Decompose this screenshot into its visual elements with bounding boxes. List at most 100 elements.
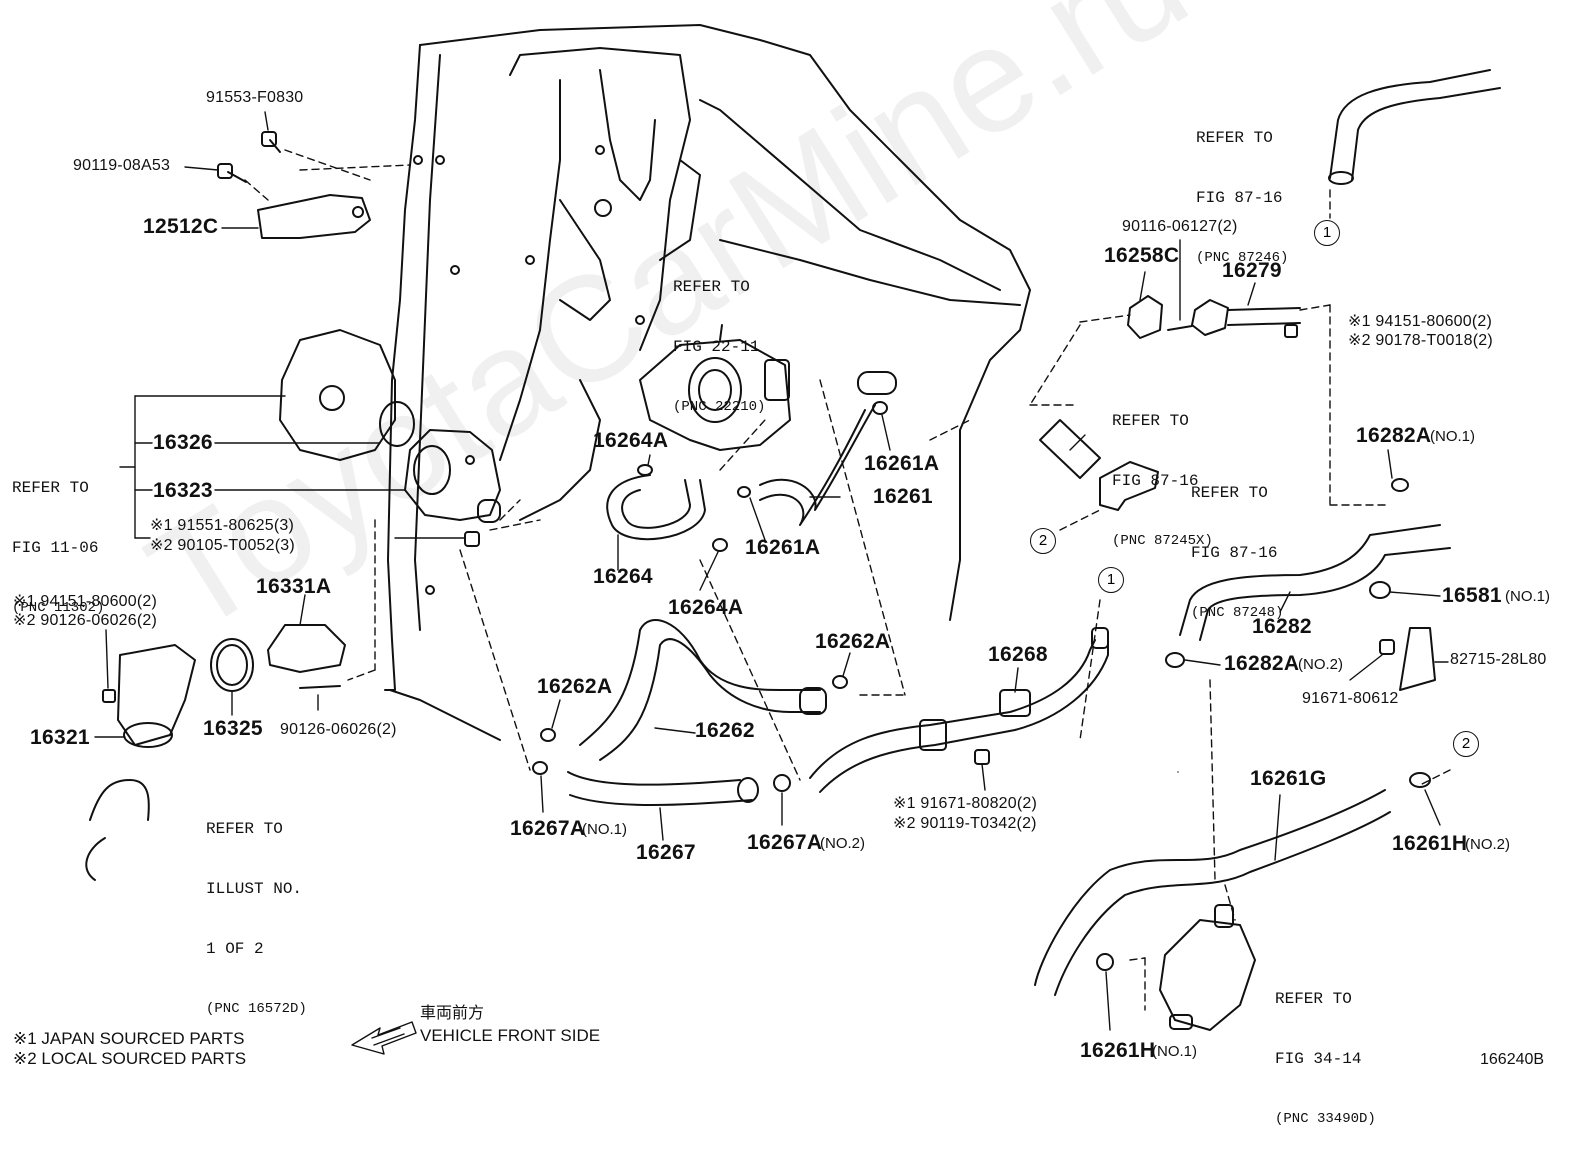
front-direction-arrow bbox=[351, 1021, 417, 1055]
ref-line: FIG 11-06 bbox=[12, 539, 99, 557]
ref-line: ILLUST NO. bbox=[206, 880, 303, 898]
water-pump-shape bbox=[279, 329, 415, 461]
hose-16262 bbox=[579, 619, 827, 761]
part-label-90116-06127: 90116-06127(2) bbox=[1122, 218, 1238, 235]
part-label-91553-f0830: 91553-F0830 bbox=[206, 89, 304, 106]
ref-line: REFER TO bbox=[673, 278, 750, 296]
part-label-16321: 16321 bbox=[30, 726, 90, 749]
water-inlet-shape bbox=[404, 429, 501, 523]
hose-16264 bbox=[606, 474, 706, 541]
part-label-16264: 16264 bbox=[593, 565, 653, 588]
part-label-16267a-no2-sub: (NO.2) bbox=[820, 835, 865, 852]
part-label-16261: 16261 bbox=[873, 485, 933, 508]
ref-line: FIG 22-11 bbox=[673, 338, 760, 356]
part-label-16267a-no1: 16267A bbox=[510, 817, 586, 840]
part-label-16581: 16581 bbox=[1442, 584, 1502, 607]
direction-label-jp: 車両前方 bbox=[420, 1005, 485, 1022]
leader-lines bbox=[94, 111, 1449, 1031]
part-label-16261h-no1-sub: (NO.1) bbox=[1152, 1043, 1197, 1060]
hose-16572d bbox=[85, 779, 150, 881]
part-label-16267a-no2: 16267A bbox=[747, 831, 823, 854]
ref-line: (PNC 16572D) bbox=[206, 1001, 307, 1017]
part-label-16267: 16267 bbox=[636, 841, 696, 864]
part-label-82715-28l80: 82715-28L80 bbox=[1450, 651, 1547, 668]
part-label-90126-06026-b: ※2 90126-06026(2) bbox=[13, 612, 158, 629]
connector-2-right: 2 bbox=[1453, 731, 1479, 757]
part-label-16261a-right: 16261A bbox=[864, 452, 940, 475]
hose-16282 bbox=[1179, 524, 1451, 641]
part-label-90119-08a53: 90119-08A53 bbox=[73, 157, 171, 174]
part-label-16261h-no1: 16261H bbox=[1080, 1039, 1156, 1062]
hose-16261g bbox=[1034, 789, 1391, 996]
connector-2-center: 2 bbox=[1030, 528, 1056, 554]
ref-line: (PNC 11302) bbox=[12, 600, 105, 616]
part-label-16262a-left: 16262A bbox=[537, 675, 613, 698]
part-label-16581-sub: (NO.1) bbox=[1505, 588, 1550, 605]
part-label-16282: 16282 bbox=[1252, 615, 1312, 638]
parts-diagram bbox=[85, 24, 1501, 1055]
connector-1-top: 1 bbox=[1314, 220, 1340, 246]
part-label-16261h-no2: 16261H bbox=[1392, 832, 1468, 855]
clamps bbox=[464, 324, 1436, 971]
part-label-16264a-top: 16264A bbox=[593, 429, 669, 452]
connector-1-center: 1 bbox=[1098, 567, 1124, 593]
part-label-16282a-no1: 16282A bbox=[1356, 424, 1432, 447]
ref-line: REFER TO bbox=[206, 820, 283, 838]
ref-line: REFER TO bbox=[1275, 990, 1352, 1008]
part-label-16331a: 16331A bbox=[256, 575, 332, 598]
part-label-91671-80820: ※1 91671-80820(2) bbox=[893, 795, 1038, 812]
ref-fig-87-16-b: REFER TO FIG 87-16 (PNC 87245X) bbox=[1112, 371, 1213, 571]
pipe-16279 bbox=[1127, 295, 1301, 339]
ref-line: REFER TO bbox=[1196, 129, 1273, 147]
ref-line: REFER TO bbox=[12, 479, 89, 497]
ref-illust-no1: REFER TO ILLUST NO. 1 OF 2 (PNC 16572D) bbox=[206, 779, 307, 1039]
ref-fig-11-06: REFER TO FIG 11-06 (PNC 11302) bbox=[12, 438, 104, 638]
ref-fig-34-14: REFER TO FIG 34-14 (PNC 33490D) bbox=[1275, 949, 1376, 1149]
part-label-94151-80600-right: ※1 94151-80600(2) bbox=[1348, 313, 1493, 330]
ref-line: (PNC 33490D) bbox=[1275, 1111, 1376, 1127]
ref-line: (PNC 87248) bbox=[1191, 605, 1284, 621]
ref-line: 1 OF 2 bbox=[206, 940, 264, 958]
part-label-16262: 16262 bbox=[695, 719, 755, 742]
ref-line: FIG 87-16 bbox=[1112, 472, 1199, 490]
hose-16267 bbox=[567, 771, 759, 806]
part-label-16282a-no1-sub: (NO.1) bbox=[1430, 428, 1475, 445]
throttle-body-shape bbox=[639, 324, 791, 451]
ref-fig-22-11: REFER TO FIG 22-11 (PNC 22210) bbox=[673, 237, 765, 437]
part-label-16326: 16326 bbox=[153, 431, 213, 454]
hose-16261 bbox=[759, 371, 897, 526]
part-label-91551-80625: ※1 91551-80625(3) bbox=[150, 517, 295, 534]
ref-line: FIG 87-16 bbox=[1196, 189, 1283, 207]
part-label-90178-t0018: ※2 90178-T0018(2) bbox=[1348, 332, 1493, 349]
ref-line: FIG 87-16 bbox=[1191, 544, 1278, 562]
oil-cooler-shape bbox=[1159, 904, 1256, 1031]
bracket-shape bbox=[217, 131, 371, 239]
dashed-lines bbox=[244, 149, 1451, 1011]
ref-line: (PNC 87246) bbox=[1196, 250, 1289, 266]
part-label-94151-80600: ※1 94151-80600(2) bbox=[13, 593, 158, 610]
ref-line: REFER TO bbox=[1191, 484, 1268, 502]
ref-fig-87-16-a: REFER TO FIG 87-16 (PNC 87246) bbox=[1196, 88, 1288, 288]
part-label-90119-t0342: ※2 90119-T0342(2) bbox=[893, 815, 1037, 832]
part-label-16262a-right: 16262A bbox=[815, 630, 891, 653]
part-label-16261a-left: 16261A bbox=[745, 536, 821, 559]
part-label-90105-t0052: ※2 90105-T0052(3) bbox=[150, 537, 295, 554]
hose-87245x bbox=[1039, 419, 1159, 511]
ref-line: (PNC 22210) bbox=[673, 399, 766, 415]
part-label-16282a-no2-sub: (NO.2) bbox=[1298, 656, 1343, 673]
legend-japan-sourced: ※1 JAPAN SOURCED PARTS bbox=[13, 1029, 245, 1048]
part-label-16261g: 16261G bbox=[1250, 767, 1327, 790]
part-label-16279: 16279 bbox=[1222, 259, 1282, 282]
part-label-16261h-no2-sub: (NO.2) bbox=[1465, 836, 1510, 853]
part-label-16323: 16323 bbox=[153, 479, 213, 502]
part-label-90126-06026: 90126-06026(2) bbox=[280, 721, 397, 738]
ref-fig-87-16-c: REFER TO FIG 87-16 (PNC 87248) bbox=[1191, 443, 1283, 643]
part-label-12512c: 12512C bbox=[143, 215, 219, 238]
part-label-16264a-bottom: 16264A bbox=[668, 596, 744, 619]
ref-line: FIG 34-14 bbox=[1275, 1050, 1362, 1068]
ref-line: REFER TO bbox=[1112, 412, 1189, 430]
part-label-16267a-no1-sub: (NO.1) bbox=[582, 821, 627, 838]
hose-87246 bbox=[1328, 69, 1501, 185]
legend-local-sourced: ※2 LOCAL SOURCED PARTS bbox=[13, 1049, 247, 1068]
part-label-16325: 16325 bbox=[203, 717, 263, 740]
